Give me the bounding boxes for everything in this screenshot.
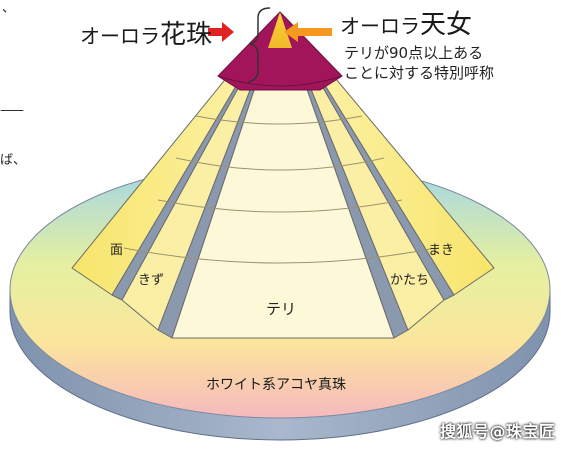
margin-fragment-mid: ば、 — [0, 153, 27, 168]
tennyo-arrow — [284, 22, 332, 42]
aurora-hanadama-label: オーロラ花珠 — [80, 22, 212, 48]
tennyo-desc-line1: テリが90点以上ある — [344, 44, 484, 62]
label-teri: テリ — [266, 300, 297, 318]
label-maki: まき — [428, 243, 455, 258]
aurora-tennyo-prefix: オーロラ — [340, 14, 420, 38]
watermark: 搜狐号@珠宝匠 — [440, 422, 556, 441]
aurora-tennyo-main: 天女 — [420, 10, 473, 40]
tennyo-desc-line2: ことに対する特別呼称 — [344, 64, 495, 82]
segment-maki — [279, 11, 495, 296]
label-katachi: かたち — [390, 273, 430, 288]
aurora-hanadama-main: 花珠 — [160, 20, 213, 50]
aurora-tennyo-label: オーロラ天女 — [340, 12, 472, 38]
tennyo-tip — [268, 12, 292, 48]
cone-bands — [123, 115, 437, 264]
margin-fragment-top: 、 — [2, 1, 16, 16]
hanadama-arrow — [208, 22, 234, 42]
top-band — [217, 11, 343, 91]
aurora-hanadama-prefix: オーロラ — [80, 24, 160, 48]
label-men: 面 — [110, 243, 124, 258]
label-kizu: きず — [138, 273, 165, 288]
brace — [247, 7, 271, 83]
margin-fragment-dash: —— — [0, 103, 24, 118]
label-base: ホワイト系アコヤ真珠 — [206, 377, 346, 393]
